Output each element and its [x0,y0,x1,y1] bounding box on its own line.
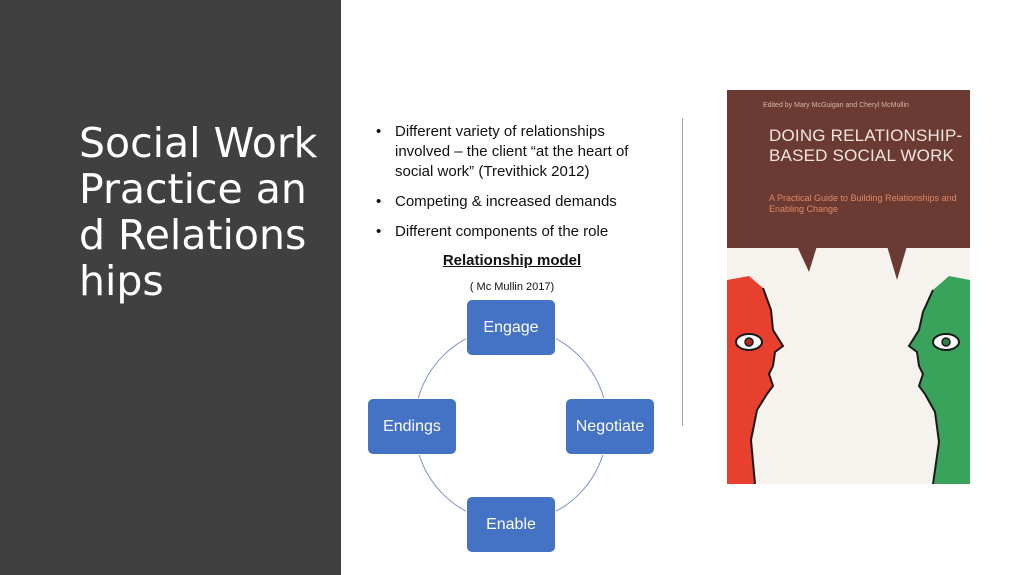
bullet-icon: • [376,123,382,140]
bullet-text: Different variety of relationships invol… [395,123,629,180]
bullet-item: • Different variety of relationships invo… [372,122,662,182]
bullet-icon: • [376,223,382,240]
bullet-text: Competing & increased demands [395,193,617,210]
cycle-node-endings: Endings [367,398,457,455]
cycle-node-engage: Engage [466,299,556,356]
bullet-item: • Competing & increased demands [372,192,662,212]
title-panel: Social Work Practice and Relationships [0,0,341,575]
bullet-text: Different components of the role [395,223,609,240]
left-face-icon [727,276,783,484]
cycle-node-negotiate: Negotiate [565,398,655,455]
right-face-icon [909,276,970,484]
cover-subtitle: A Practical Guide to Building Relationsh… [769,193,957,214]
speech-tail-left [797,246,817,272]
model-heading: Relationship model [442,252,582,269]
book-cover-image: Edited by Mary McGuigan and Cheryl McMul… [727,90,970,484]
cover-editors: Edited by Mary McGuigan and Cheryl McMul… [763,102,909,109]
cover-title: DOING RELATIONSHIP-BASED SOCIAL WORK [769,126,963,165]
cycle-node-enable: Enable [466,496,556,553]
vertical-divider [682,118,683,426]
citation: ( Mc Mullin 2017) [469,281,555,293]
speech-tail-right [887,246,907,280]
slide-title: Social Work Practice and Relationships [79,119,318,305]
bullet-icon: • [376,193,382,210]
bullet-list: • Different variety of relationships invo… [372,122,662,252]
faces-illustration [727,246,970,484]
cover-header-band [727,90,970,248]
bullet-item: • Different components of the role [372,222,662,242]
